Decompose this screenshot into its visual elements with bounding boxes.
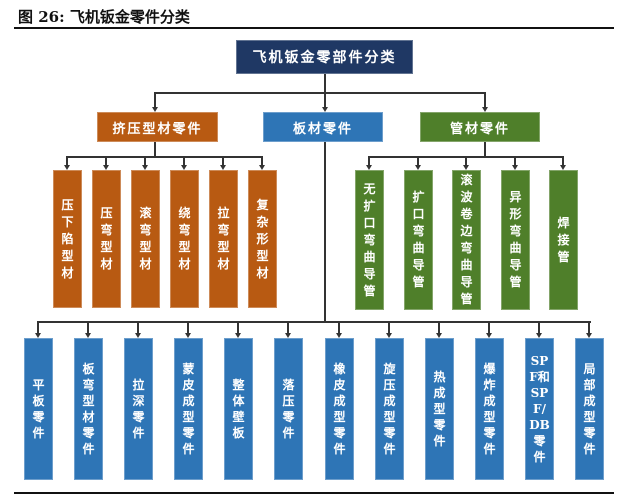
arrow-head-icon: [560, 165, 566, 170]
leaf-node: 爆炸成型零件: [475, 338, 504, 480]
bottom-rule: [14, 492, 614, 494]
arrow-head-icon: [386, 333, 392, 338]
leaf-node: 局部成型零件: [575, 338, 604, 480]
leaf-node: 压弯型材: [92, 170, 121, 308]
connector-line: [538, 321, 540, 333]
connector-line: [465, 156, 467, 165]
leaf-node: 压下陷型材: [53, 170, 82, 308]
connector-line: [183, 156, 185, 165]
leaf-node: 绕弯型材: [170, 170, 199, 308]
arrow-head-icon: [259, 165, 265, 170]
connector-line: [144, 156, 146, 165]
category-node: 挤压型材零件: [97, 112, 218, 142]
connector-line: [324, 92, 326, 107]
connector-line: [137, 321, 139, 333]
root-node: 飞机钣金零部件分类: [236, 40, 413, 74]
arrow-head-icon: [142, 165, 148, 170]
connector-line: [588, 321, 590, 333]
leaf-node: 拉深零件: [124, 338, 153, 480]
arrow-head-icon: [103, 165, 109, 170]
leaf-node: 旋压成型零件: [375, 338, 404, 480]
connector-line: [87, 321, 89, 333]
arrow-head-icon: [415, 165, 421, 170]
leaf-node: 板弯型材零件: [74, 338, 103, 480]
connector-line: [388, 321, 390, 333]
leaf-node: 异形弯曲导管: [501, 170, 530, 310]
arrow-head-icon: [185, 333, 191, 338]
leaf-node: 橡皮成型零件: [325, 338, 354, 480]
connector-line: [562, 156, 564, 165]
connector-line: [324, 142, 326, 322]
connector-line: [484, 92, 486, 107]
leaf-node: 整体壁板: [224, 338, 253, 480]
leaf-node: 扩口弯曲导管: [404, 170, 433, 310]
arrow-head-icon: [285, 333, 291, 338]
arrow-head-icon: [152, 107, 158, 112]
arrow-head-icon: [482, 107, 488, 112]
leaf-node: 蒙皮成型零件: [174, 338, 203, 480]
leaf-node: 落压零件: [274, 338, 303, 480]
arrow-head-icon: [220, 165, 226, 170]
connector-line: [38, 321, 591, 323]
top-rule: [14, 27, 614, 29]
arrow-head-icon: [486, 333, 492, 338]
connector-line: [154, 92, 156, 107]
category-node: 管材零件: [420, 112, 540, 142]
connector-line: [438, 321, 440, 333]
arrow-head-icon: [235, 333, 241, 338]
leaf-node: 滚波卷边弯曲导管: [452, 170, 481, 310]
connector-line: [237, 321, 239, 333]
leaf-node: SPF和SPF/DB零件: [525, 338, 554, 480]
arrow-head-icon: [586, 333, 592, 338]
connector-line: [155, 92, 486, 94]
connector-line: [514, 156, 516, 165]
connector-line: [261, 156, 263, 165]
connector-line: [368, 156, 370, 165]
leaf-node: 焊接管: [549, 170, 578, 310]
arrow-head-icon: [64, 165, 70, 170]
leaf-node: 热成型零件: [425, 338, 454, 480]
arrow-head-icon: [436, 333, 442, 338]
connector-line: [66, 156, 68, 165]
connector-line: [287, 321, 289, 333]
connector-line: [222, 156, 224, 165]
leaf-node: 复杂形型材: [248, 170, 277, 308]
connector-line: [338, 321, 340, 333]
connector-line: [324, 74, 326, 93]
connector-line: [488, 321, 490, 333]
leaf-node: 拉弯型材: [209, 170, 238, 308]
arrow-head-icon: [463, 165, 469, 170]
leaf-node: 无扩口弯曲导管: [355, 170, 384, 310]
category-node: 板材零件: [263, 112, 383, 142]
figure-title: 图 26: 飞机钣金零件分类: [18, 8, 190, 26]
arrow-head-icon: [536, 333, 542, 338]
leaf-node: 平板零件: [24, 338, 53, 480]
arrow-head-icon: [85, 333, 91, 338]
connector-line: [187, 321, 189, 333]
connector-line: [37, 321, 39, 333]
arrow-head-icon: [512, 165, 518, 170]
connector-line: [154, 142, 156, 157]
arrow-head-icon: [336, 333, 342, 338]
arrow-head-icon: [366, 165, 372, 170]
arrow-head-icon: [135, 333, 141, 338]
leaf-node: 滚弯型材: [131, 170, 160, 308]
arrow-head-icon: [35, 333, 41, 338]
connector-line: [417, 156, 419, 165]
connector-line: [484, 142, 486, 157]
arrow-head-icon: [181, 165, 187, 170]
connector-line: [105, 156, 107, 165]
connector-line: [67, 156, 263, 158]
arrow-head-icon: [322, 107, 328, 112]
